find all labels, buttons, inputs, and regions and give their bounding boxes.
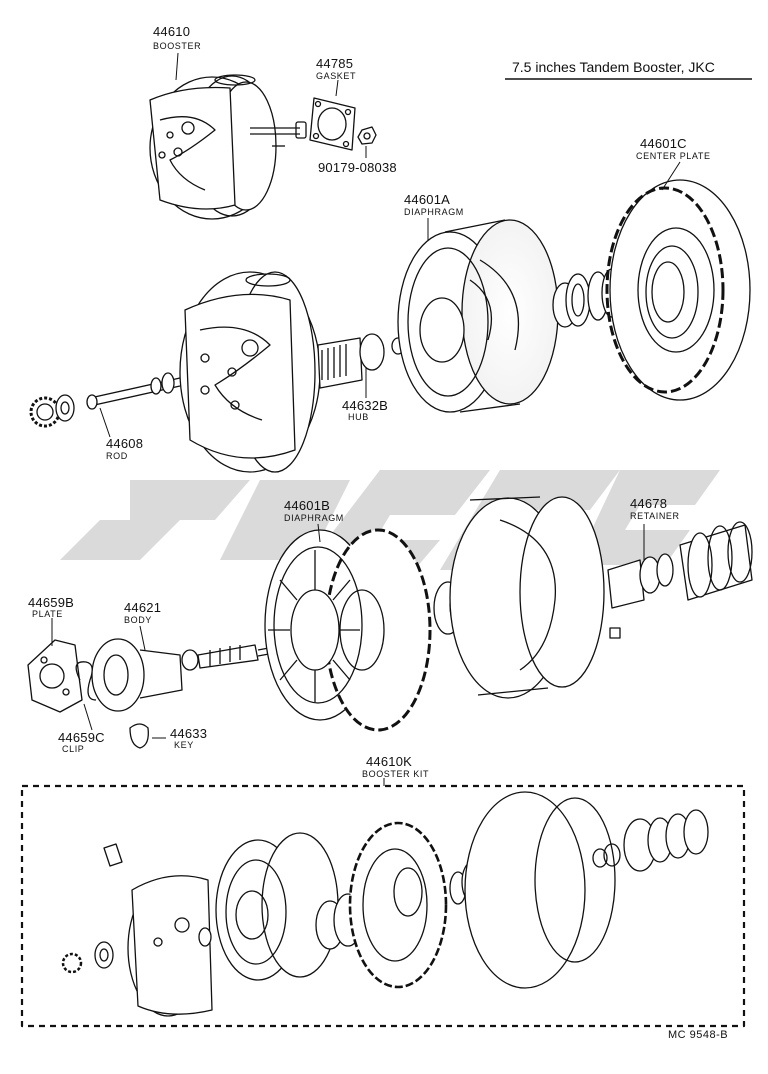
part-number-booster: 44610: [153, 24, 191, 39]
part-number-diaphragm-b: 44601B: [284, 498, 331, 513]
part-name-diaphragm-a: DIAPHRAGM: [404, 207, 464, 217]
part-name-diaphragm-b: DIAPHRAGM: [284, 513, 344, 523]
part-name-booster: BOOSTER: [153, 41, 202, 51]
part-name-center-plate: CENTER PLATE: [636, 151, 711, 161]
rear-shell-drawing: [433, 496, 621, 699]
part-number-diaphragm-a: 44601A: [404, 192, 451, 207]
part-number-hub: 44632B: [342, 398, 389, 413]
part-number-nut: 90179-08038: [318, 160, 397, 175]
part-name-booster-kit: BOOSTER KIT: [362, 769, 430, 779]
part-number-rod: 44608: [106, 436, 144, 451]
diagram-title: 7.5 inches Tandem Booster, JKC: [512, 59, 715, 75]
diaphragm-b-drawing: [264, 528, 432, 732]
part-number-plate: 44659B: [28, 595, 75, 610]
part-number-clip: 44659C: [58, 730, 105, 745]
part-name-retainer: RETAINER: [630, 511, 680, 521]
part-name-clip: CLIP: [62, 744, 85, 754]
part-name-key: KEY: [174, 740, 194, 750]
booster-kit-drawing: [61, 791, 709, 1017]
leader-lines: [51, 52, 681, 786]
center-plate-drawing: [605, 179, 751, 401]
hub-drawing: [317, 333, 405, 389]
part-name-rod: ROD: [106, 451, 128, 461]
part-number-body: 44621: [124, 600, 162, 615]
part-number-center-plate: 44601C: [640, 136, 687, 151]
drawing-code: MC 9548-B: [668, 1029, 729, 1041]
front-shell-drawing: [179, 271, 321, 473]
part-number-key: 44633: [170, 726, 208, 741]
part-name-body: BODY: [124, 615, 152, 625]
part-number-retainer: 44678: [630, 496, 668, 511]
booster-assembly-drawing: [149, 74, 307, 220]
part-name-hub: HUB: [348, 412, 369, 422]
plate-clip-body-drawing: [27, 638, 286, 749]
diaphragm-a-drawing: [397, 219, 559, 413]
gasket-drawing: [309, 97, 377, 151]
part-name-gasket: GASKET: [316, 71, 357, 81]
booster-kit-frame: [20, 784, 746, 1028]
rod-drawing: [29, 372, 181, 428]
part-number-gasket: 44785: [316, 56, 354, 71]
part-name-plate: PLATE: [32, 609, 63, 619]
part-number-booster-kit: 44610K: [366, 754, 413, 769]
retainer-drawing: [607, 521, 753, 609]
